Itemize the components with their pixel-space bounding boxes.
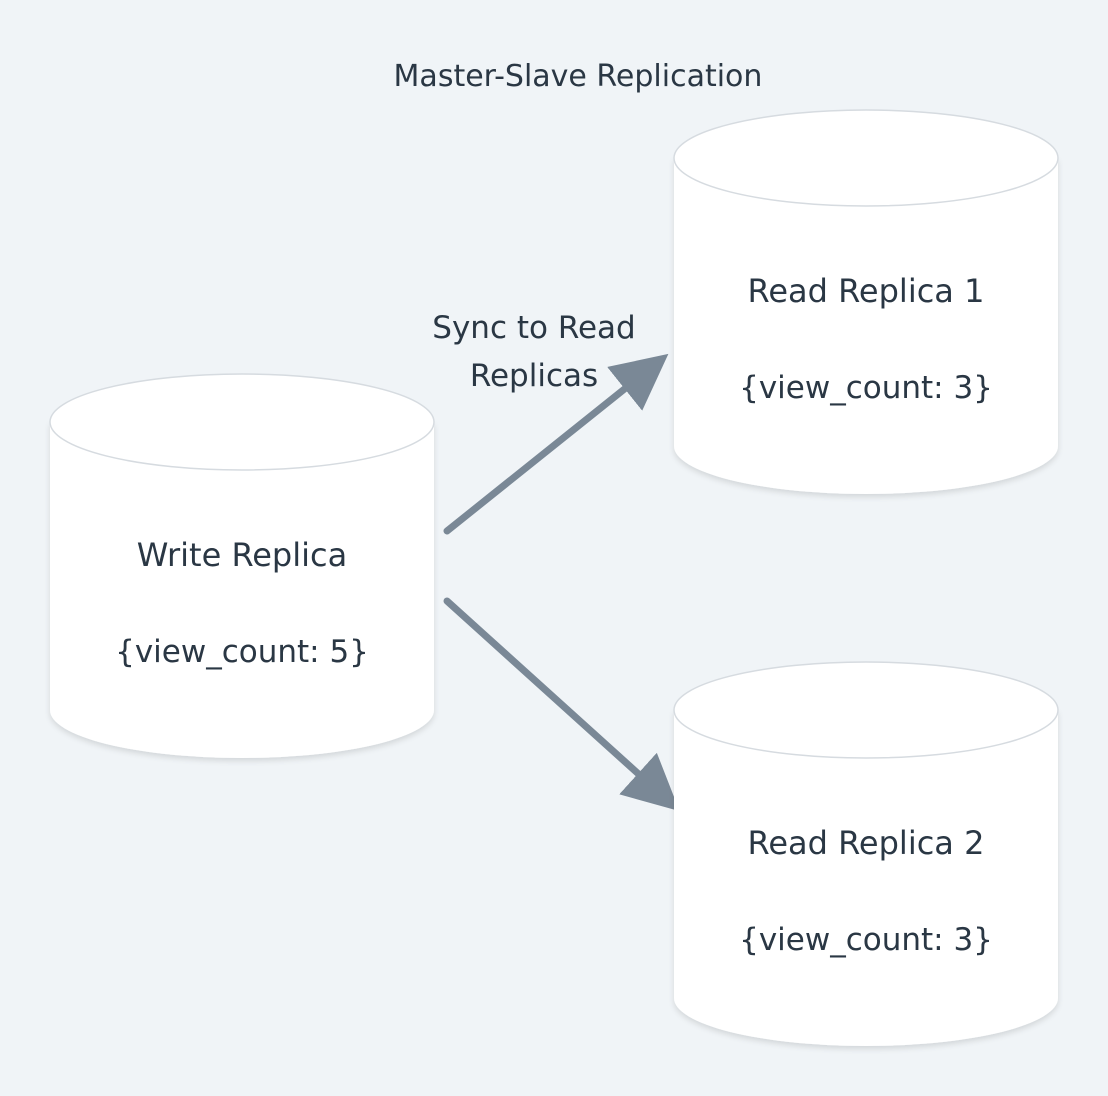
read-replica-1-node[interactable]: Read Replica 1 {view_count: 3} xyxy=(673,109,1059,494)
read-replica-1-name: Read Replica 1 xyxy=(748,272,985,310)
read-replica-2-top xyxy=(673,661,1059,759)
write-replica-name: Write Replica xyxy=(137,536,347,574)
read-replica-2-data: {view_count: 3} xyxy=(739,922,993,958)
read-replica-2-node[interactable]: Read Replica 2 {view_count: 3} xyxy=(673,661,1059,1046)
read-replica-1-data: {view_count: 3} xyxy=(739,370,993,406)
read-replica-2-name: Read Replica 2 xyxy=(748,824,985,862)
write-replica-top xyxy=(49,373,435,471)
write-replica-node[interactable]: Write Replica {view_count: 5} xyxy=(49,373,435,758)
read-replica-1-top xyxy=(673,109,1059,207)
replication-arrows xyxy=(443,353,680,812)
write-replica-data: {view_count: 5} xyxy=(115,634,369,670)
arrow-to-read-replica-2 xyxy=(443,597,680,812)
edge-label-line-2: Replicas xyxy=(470,358,598,394)
diagram-title: Master-Slave Replication xyxy=(394,59,763,94)
write-replica-body xyxy=(50,422,434,758)
arrow-to-read-replica-1 xyxy=(443,353,669,535)
read-replica-2-body xyxy=(674,710,1058,1046)
edge-label-line-1: Sync to Read xyxy=(432,310,635,346)
read-replica-1-body xyxy=(674,158,1058,494)
